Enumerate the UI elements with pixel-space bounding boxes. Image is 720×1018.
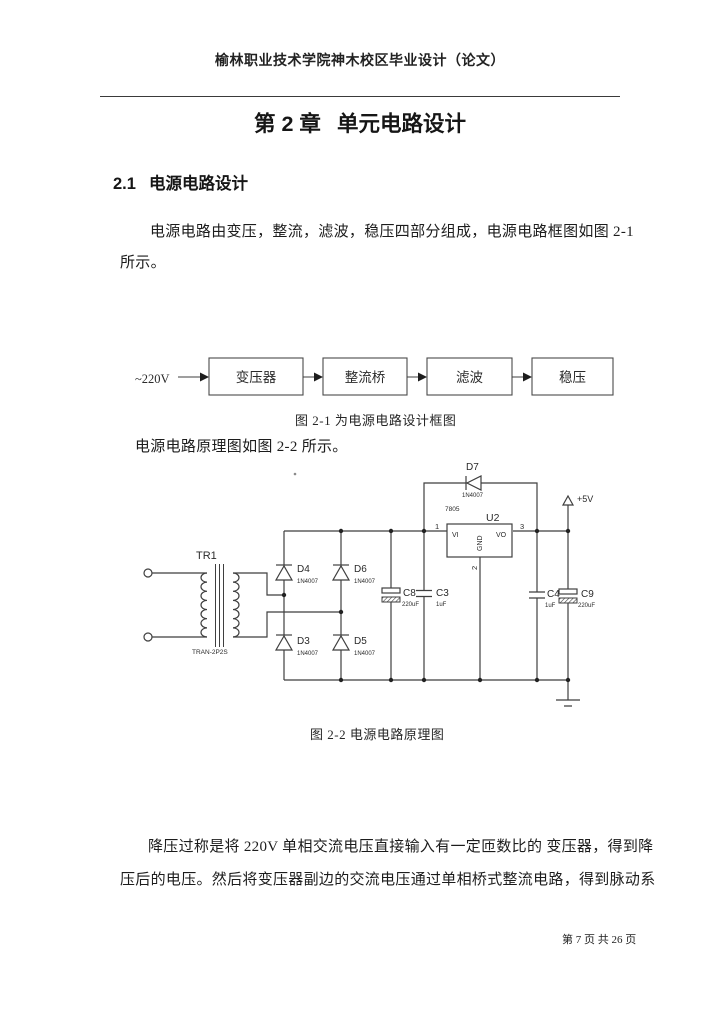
diode-d3: D3 1N4007 xyxy=(274,634,319,657)
header-rule xyxy=(100,96,620,97)
regulator-value: 7805 xyxy=(445,506,460,513)
diode-d5-ref: D5 xyxy=(354,636,367,647)
diode-d5-value: 1N4007 xyxy=(354,651,376,657)
capacitor-c3-ref: C3 xyxy=(436,588,449,599)
transformer-terminal-bottom xyxy=(143,632,153,642)
capacitor-c4-value: 1uF xyxy=(545,603,556,609)
arrow-1 xyxy=(303,372,323,382)
junction-dots xyxy=(281,528,571,683)
diode-d4-value: 1N4007 xyxy=(297,579,319,585)
section-title: 电源电路设计 xyxy=(148,175,248,193)
paragraph-2: 电源电路原理图如图 2-2 所示。 xyxy=(135,439,348,455)
section-heading: 2.1 电源电路设计 xyxy=(113,170,248,194)
capacitor-c4-ref: C4 xyxy=(547,589,560,600)
figure-2-1-block-diagram: ~220V 变压器 整流桥 滤波 稳压 xyxy=(135,357,614,396)
output-terminal: +5V xyxy=(561,494,593,506)
section-number: 2.1 xyxy=(113,175,136,193)
arrow-input xyxy=(178,372,209,382)
paragraph-3-line-2: 压后的电压。然后将变压器副边的交流电压通过单相桥式整流电路，得到脉动系 xyxy=(120,872,656,888)
secondary-winding xyxy=(232,572,240,638)
ac-input-label: ~220V xyxy=(135,372,170,386)
block-diagram: ~220V 变压器 整流桥 滤波 稳压 xyxy=(135,357,614,396)
block-filter xyxy=(426,357,513,396)
arrow-3 xyxy=(512,372,532,382)
chapter-heading: 第 2 章单元电路设计 xyxy=(0,107,720,138)
diode-d3-ref: D3 xyxy=(297,636,310,647)
schematic-wires xyxy=(152,482,569,700)
transformer-core xyxy=(215,564,224,647)
diode-d5: D5 1N4007 xyxy=(331,634,376,657)
capacitor-c3: C3 1uF xyxy=(416,588,449,608)
paragraph-3-line-1: 降压过称是将 220V 单相交流电压直接输入有一定匝数比的 变压器，得到降 xyxy=(148,839,654,855)
bridge-rectifier: D4 1N4007 D6 1N4007 D3 1N4007 D5 1N4007 xyxy=(274,564,376,657)
regulator-pin-vi: VI xyxy=(452,532,459,539)
capacitor-c8-ref: C8 xyxy=(403,588,416,599)
block-filter-label: 滤波 xyxy=(456,370,483,385)
paragraph-1-line-2: 所示。 xyxy=(120,255,166,271)
chapter-title: 单元电路设计 xyxy=(336,112,466,136)
page-header: 榆林职业技术学院神木校区毕业设计（论文） xyxy=(0,50,720,70)
capacitor-c8: C8 220uF xyxy=(381,587,419,608)
diode-d6: D6 1N4007 xyxy=(331,564,376,585)
figure-2-2-caption: 图 2-2 电源电路原理图 xyxy=(310,727,445,742)
header-title: 榆林职业技术学院神木校区毕业设计（论文） xyxy=(215,52,505,68)
transformer-value: TRAN-2P2S xyxy=(192,649,228,656)
regulator-ref: U2 xyxy=(486,512,500,524)
diode-d6-ref: D6 xyxy=(354,564,367,575)
block-regulator xyxy=(531,357,614,396)
capacitor-c9: C9 220uF xyxy=(558,588,595,609)
regulator-u2: U2 7805 VI VO GND 1 3 2 xyxy=(435,506,524,570)
regulator-pin-3: 3 xyxy=(520,522,524,531)
page-number: 第 7 页 共 26 页 xyxy=(562,934,637,946)
block-rectifier-label: 整流桥 xyxy=(345,370,386,385)
capacitor-c8-value: 220uF xyxy=(402,602,419,608)
power-flag-icon xyxy=(561,494,575,506)
transformer: TR1 TRAN-2P2S xyxy=(143,550,240,656)
capacitor-c9-ref: C9 xyxy=(581,589,594,600)
capacitor-c4: C4 1uF xyxy=(529,589,560,609)
diode-d3-value: 1N4007 xyxy=(297,651,319,657)
regulator-pin-vo: VO xyxy=(496,532,507,539)
scan-speck xyxy=(293,472,297,476)
paragraph-1-line-1: 电源电路由变压，整流，滤波，稳压四部分组成，电源电路框图如图 2-1 xyxy=(150,224,634,240)
ground-icon xyxy=(556,699,580,707)
diode-d4-ref: D4 xyxy=(297,564,310,575)
block-transformer-label: 变压器 xyxy=(236,370,277,385)
transformer-terminal-top xyxy=(143,568,153,578)
diode-d7: D7 1N4007 xyxy=(462,462,484,499)
chapter-number: 第 2 章 xyxy=(254,112,321,136)
block-rectifier xyxy=(322,357,408,396)
diode-d6-value: 1N4007 xyxy=(354,579,376,585)
regulator-pin-gnd: GND xyxy=(477,535,484,551)
regulator-pin-1: 1 xyxy=(435,522,439,531)
figure-2-1-caption: 图 2-1 为电源电路设计框图 xyxy=(295,413,457,428)
figure-2-2-schematic: TR1 TRAN-2P2S D4 1N4007 D6 1N4007 D3 1N4… xyxy=(143,462,595,707)
output-voltage-label: +5V xyxy=(577,494,593,504)
regulator-pin-2: 2 xyxy=(470,566,479,570)
diode-d7-value: 1N4007 xyxy=(462,493,484,499)
transformer-ref: TR1 xyxy=(196,550,217,562)
arrow-2 xyxy=(407,372,427,382)
capacitor-c3-value: 1uF xyxy=(436,602,447,608)
diode-d7-ref: D7 xyxy=(466,462,479,473)
capacitor-c9-value: 220uF xyxy=(578,603,595,609)
primary-winding xyxy=(200,572,208,638)
diode-d4: D4 1N4007 xyxy=(274,564,319,585)
block-regulator-label: 稳压 xyxy=(559,370,586,385)
